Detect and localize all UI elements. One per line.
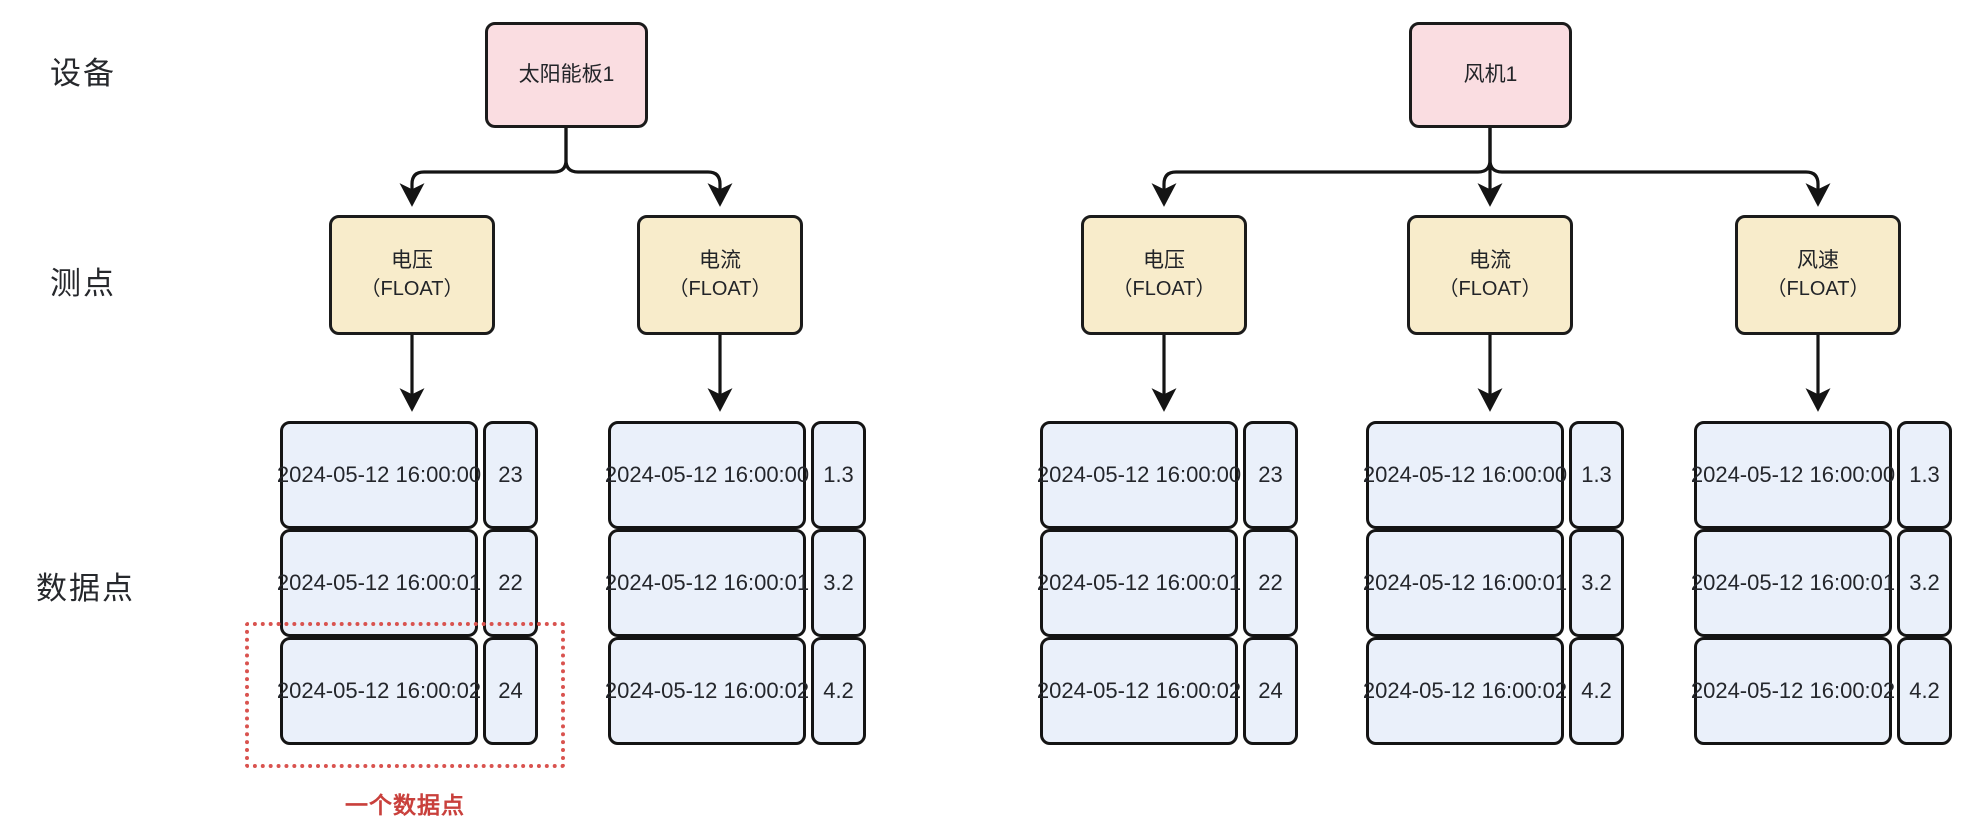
table-row: 2024-05-12 16:00:00 [1363, 421, 1567, 529]
table-row: 2024-05-12 16:00:00 [1691, 421, 1895, 529]
table-row: 24 [1243, 637, 1298, 745]
single-datapoint-highlight-box [245, 622, 565, 768]
table-row: 4.2 [1569, 637, 1624, 745]
table-row: 2024-05-12 16:00:02 [1037, 637, 1241, 745]
measurement-node-wind-current[interactable]: 电流 （FLOAT） [1407, 215, 1573, 335]
device-row-label: 设备 [50, 56, 116, 91]
table-row: 1.3 [1897, 421, 1952, 529]
table-row: 3.2 [1569, 529, 1624, 637]
measurement-type: （FLOAT） [360, 277, 464, 300]
table-row: 2024-05-12 16:00:01 [1037, 529, 1241, 637]
table-row: 1.3 [811, 421, 866, 529]
table-row: 1.3 [1569, 421, 1624, 529]
table-row: 2024-05-12 16:00:02 [277, 637, 481, 745]
edge-wind-to-windspeed [1488, 128, 1831, 207]
measurement-row-label: 测点 [50, 266, 116, 301]
table-row: 4.2 [811, 637, 866, 745]
measurement-name: 电压 [391, 249, 433, 273]
measurement-node-wind-voltage[interactable]: 电压 （FLOAT） [1081, 215, 1247, 335]
table-row: 2024-05-12 16:00:00 [1037, 421, 1241, 529]
table-row: 2024-05-12 16:00:01 [1363, 529, 1567, 637]
table-row: 23 [483, 421, 538, 529]
edge-wind-to-voltage [1151, 128, 1492, 207]
table-row: 2024-05-12 16:00:02 [1363, 637, 1567, 745]
device-label: 风机1 [1463, 62, 1518, 86]
table-row: 22 [483, 529, 538, 637]
measurement-type: （FLOAT） [1766, 277, 1870, 300]
measurement-type: （FLOAT） [1112, 277, 1216, 300]
measurement-name: 电压 [1143, 249, 1185, 273]
table-row: 2024-05-12 16:00:00 [277, 421, 481, 529]
measurement-name: 风速 [1797, 249, 1839, 273]
measurement-node-solar-current[interactable]: 电流 （FLOAT） [637, 215, 803, 335]
edge-solar-to-voltage [399, 128, 568, 207]
measurement-name: 电流 [1469, 249, 1511, 273]
table-row: 2024-05-12 16:00:02 [1691, 637, 1895, 745]
table-row: 3.2 [811, 529, 866, 637]
device-label: 太阳能板1 [518, 62, 615, 86]
measurement-node-solar-voltage[interactable]: 电压 （FLOAT） [329, 215, 495, 335]
measurement-type: （FLOAT） [668, 277, 772, 300]
device-node-solar-panel-1[interactable]: 太阳能板1 [485, 22, 648, 128]
table-row: 2024-05-12 16:00:02 [605, 637, 809, 745]
table-row: 23 [1243, 421, 1298, 529]
table-row: 24 [483, 637, 538, 745]
table-row: 2024-05-12 16:00:01 [605, 529, 809, 637]
table-row: 3.2 [1897, 529, 1952, 637]
table-row: 22 [1243, 529, 1298, 637]
edge-solar-to-current [564, 128, 733, 207]
table-row: 4.2 [1897, 637, 1952, 745]
table-row: 2024-05-12 16:00:00 [605, 421, 809, 529]
device-node-wind-turbine-1[interactable]: 风机1 [1409, 22, 1572, 128]
table-row: 2024-05-12 16:00:01 [1691, 529, 1895, 637]
datapoint-row-label: 数据点 [36, 571, 135, 606]
single-datapoint-caption: 一个数据点 [345, 792, 465, 818]
measurement-node-wind-speed[interactable]: 风速 （FLOAT） [1735, 215, 1901, 335]
measurement-name: 电流 [699, 249, 741, 273]
table-row: 2024-05-12 16:00:01 [277, 529, 481, 637]
measurement-type: （FLOAT） [1438, 277, 1542, 300]
